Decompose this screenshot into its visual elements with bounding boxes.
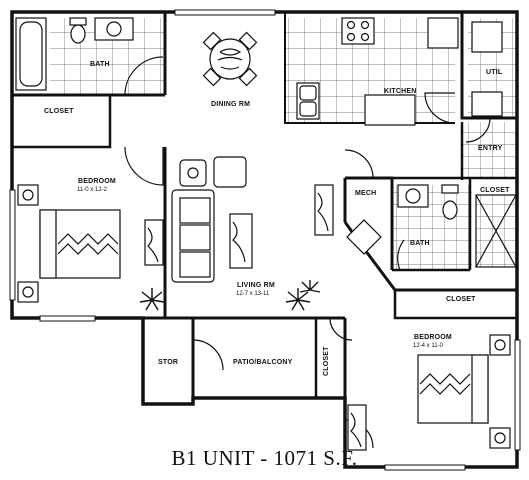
entry-tile <box>462 122 516 177</box>
closet-vert-label: CLOSET <box>323 346 330 376</box>
mech-label: MECH <box>355 190 376 197</box>
entry-label: ENTRY <box>478 145 503 152</box>
dining-table <box>202 31 258 87</box>
living-label: LIVING RM <box>237 282 275 289</box>
closet-mid-label: CLOSET <box>446 296 476 303</box>
bedroom-left-label: BEDROOM <box>78 178 116 185</box>
patio-label: PATIO/BALCONY <box>233 359 293 366</box>
living-furniture <box>171 156 334 283</box>
bedroom-right-label: BEDROOM <box>414 334 452 341</box>
stor-label: STOR <box>158 359 178 366</box>
kitchen-label: KITCHEN <box>384 88 417 95</box>
unit-title: B1 UNIT - 1071 S.F. <box>171 446 358 470</box>
bedroom-left-furniture <box>17 184 164 303</box>
dining-label: DINING RM <box>211 101 250 108</box>
doors <box>124 56 491 449</box>
bedroom-right-dims: 12-4 x 11-0 <box>413 343 444 349</box>
bath-top-fixtures <box>15 17 134 91</box>
bedroom-right-furniture <box>347 334 511 451</box>
util-label: UTIL <box>486 69 503 76</box>
closet-entry-label: CLOSET <box>480 187 510 194</box>
plant-icons <box>139 280 321 311</box>
bedroom-left-dims: 11-0 x 12-2 <box>77 187 108 193</box>
bath-mid-label: BATH <box>410 240 430 247</box>
closet-left-label: CLOSET <box>44 108 74 115</box>
living-dims: 12-7 x 13-11 <box>236 291 270 297</box>
walls <box>10 10 519 469</box>
bath-top-label: BATH <box>90 61 110 68</box>
windows <box>9 9 521 471</box>
bath-mid-fixtures <box>346 184 517 268</box>
kitchen-fixtures <box>296 17 503 126</box>
